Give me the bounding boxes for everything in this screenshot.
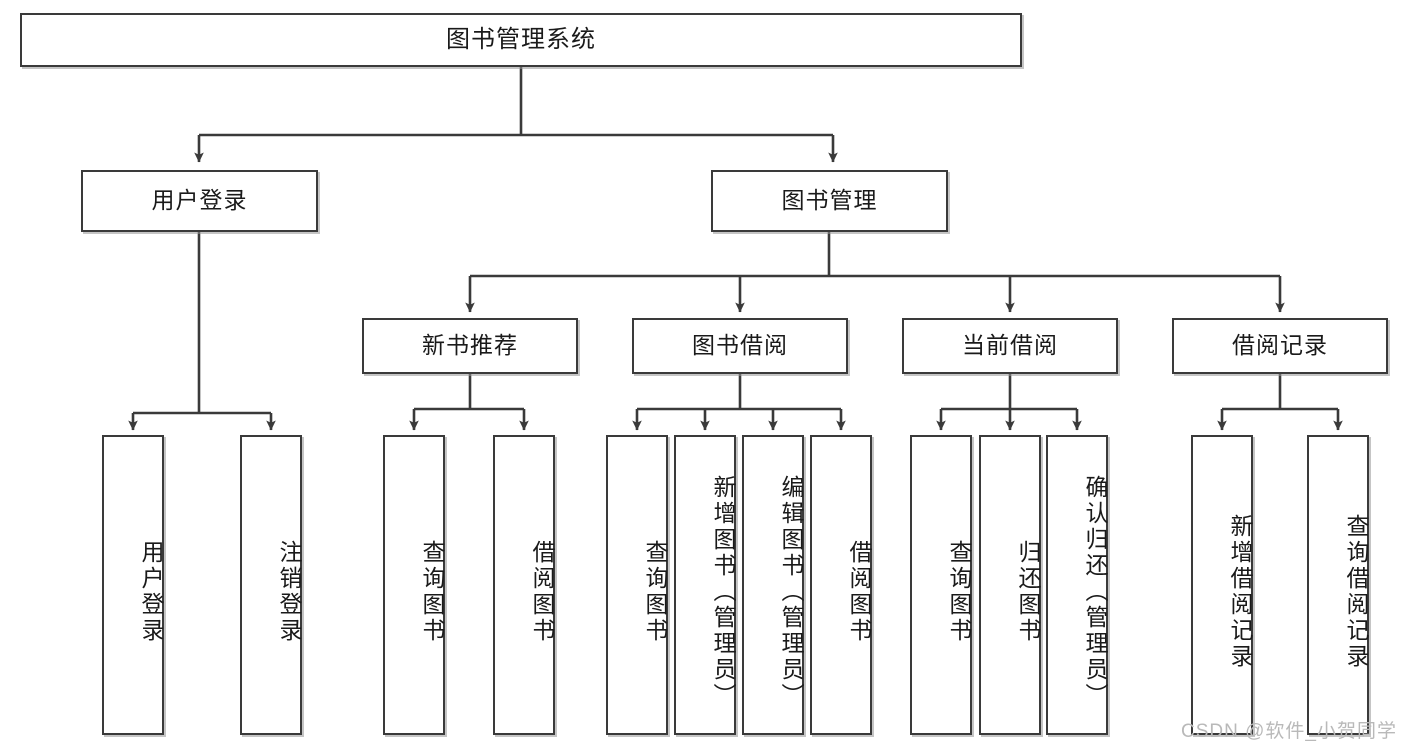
leaf-record-query[interactable]: 查询借阅记录 (1307, 435, 1369, 735)
node-label: 图书管理 (781, 187, 878, 214)
node-label: 查询借阅记录 (1343, 514, 1369, 670)
leaf-current-query-book[interactable]: 查询图书 (910, 435, 972, 735)
node-current-borrow[interactable]: 当前借阅 (902, 318, 1118, 374)
watermark: CSDN @软件_小贺同学 (1181, 721, 1397, 742)
node-label: 查询图书 (946, 540, 972, 644)
node-label: 用户登录 (151, 187, 248, 214)
leaf-current-return-book[interactable]: 归还图书 (979, 435, 1041, 735)
node-label: 注销登录 (276, 540, 302, 644)
leaf-new-book-query[interactable]: 查询图书 (383, 435, 445, 735)
node-book-borrow[interactable]: 图书借阅 (632, 318, 848, 374)
node-label: 新增图书（管理员） (710, 475, 736, 709)
node-label: 查询图书 (642, 540, 668, 644)
leaf-borrow-query-book[interactable]: 查询图书 (606, 435, 668, 735)
node-new-book-recommend[interactable]: 新书推荐 (362, 318, 578, 374)
node-label: 编辑图书（管理员） (778, 475, 804, 709)
node-label: 新增借阅记录 (1227, 514, 1253, 670)
leaf-user-login-logout[interactable]: 注销登录 (240, 435, 302, 735)
node-root-system[interactable]: 图书管理系统 (20, 13, 1022, 67)
node-label: 图书借阅 (692, 332, 788, 359)
leaf-new-book-borrow[interactable]: 借阅图书 (493, 435, 555, 735)
leaf-user-login-login[interactable]: 用户登录 (102, 435, 164, 735)
node-label: 确认归还（管理员） (1082, 475, 1108, 709)
node-book-management[interactable]: 图书管理 (711, 170, 948, 232)
node-label: 图书管理系统 (446, 25, 596, 53)
node-label: 当前借阅 (962, 332, 1058, 359)
leaf-borrow-edit-book[interactable]: 编辑图书（管理员） (742, 435, 804, 735)
node-borrow-record[interactable]: 借阅记录 (1172, 318, 1388, 374)
leaf-borrow-add-book[interactable]: 新增图书（管理员） (674, 435, 736, 735)
leaf-record-add[interactable]: 新增借阅记录 (1191, 435, 1253, 735)
node-user-login[interactable]: 用户登录 (81, 170, 318, 232)
leaf-current-confirm-return[interactable]: 确认归还（管理员） (1046, 435, 1108, 735)
node-label: 借阅图书 (529, 540, 555, 644)
node-label: 新书推荐 (422, 332, 518, 359)
node-label: 查询图书 (419, 540, 445, 644)
node-label: 归还图书 (1015, 540, 1041, 644)
leaf-borrow-borrow-book[interactable]: 借阅图书 (810, 435, 872, 735)
node-label: 借阅记录 (1232, 332, 1328, 359)
node-label: 用户登录 (138, 540, 164, 644)
node-label: 借阅图书 (846, 540, 872, 644)
